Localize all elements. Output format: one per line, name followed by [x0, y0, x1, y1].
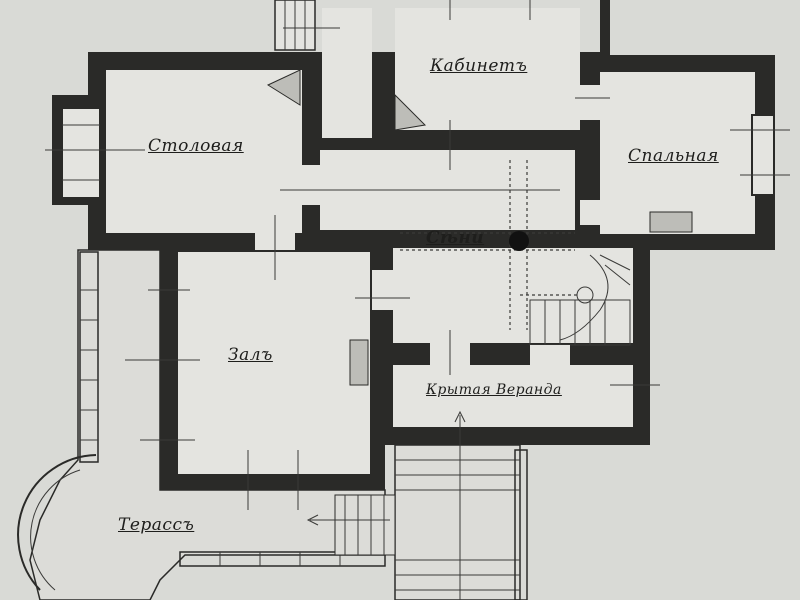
veranda-stairs: [306, 410, 528, 600]
dining-room-floor: [106, 70, 302, 233]
room-label-hall: Сѣни: [426, 228, 485, 248]
hall-axes: [400, 160, 575, 330]
terrace-bay-curve: [17, 454, 97, 591]
entry-stairs: [274, 0, 340, 51]
corridor-floor: [322, 8, 372, 138]
room-label-bedroom: Спальная: [628, 146, 719, 166]
salon-floor: [178, 252, 370, 474]
room-label-salon: Залъ: [228, 345, 273, 365]
room-label-terrace: Терассъ: [118, 515, 195, 535]
veranda-floor: [393, 365, 633, 427]
hall-column: [509, 231, 529, 251]
walls: [52, 0, 775, 490]
room-label-dining: Столовая: [148, 136, 244, 156]
terrace-platform: [17, 249, 386, 600]
room-label-study: Кабинетъ: [430, 56, 528, 76]
study-room-floor: [395, 8, 580, 130]
window-marks: [45, 0, 790, 510]
main-staircase: [520, 254, 631, 346]
fireplaces: [266, 69, 693, 386]
bedroom-floor: [600, 72, 755, 234]
room-label-veranda: Крытая Веранда: [426, 382, 562, 398]
terrace-balustrade: [79, 251, 99, 463]
